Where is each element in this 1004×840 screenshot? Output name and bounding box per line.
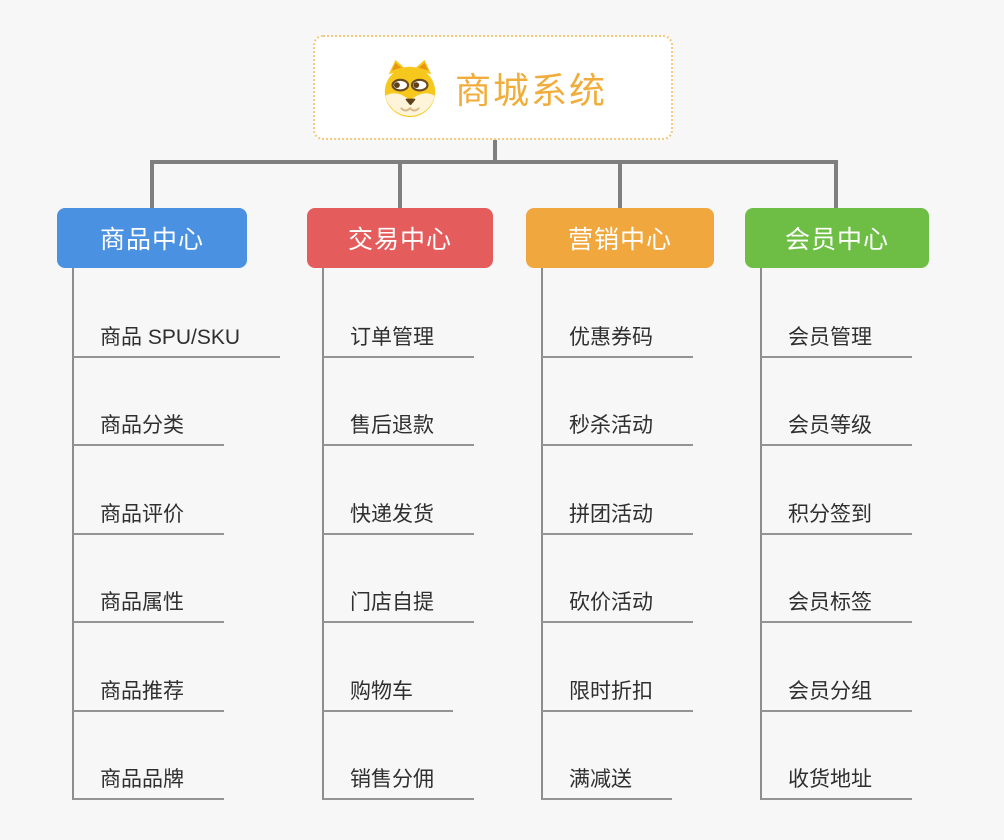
sub-item: 售后退款 — [323, 406, 474, 446]
root-node: 商城系统 — [313, 35, 673, 140]
sub-item-label: 积分签到 — [788, 503, 872, 526]
sub-item: 商品分类 — [73, 406, 224, 446]
sub-item: 会员等级 — [761, 406, 912, 446]
sub-item: 商品属性 — [73, 583, 224, 623]
branch-box: 交易中心 — [307, 208, 493, 268]
sub-item: 商品评价 — [73, 495, 224, 535]
sub-item-label: 砍价活动 — [569, 591, 653, 614]
connector-branch-stub — [398, 162, 402, 210]
sub-item: 门店自提 — [323, 583, 474, 623]
sub-item: 快递发货 — [323, 495, 474, 535]
sub-item: 限时折扣 — [542, 672, 693, 712]
sub-item: 商品品牌 — [73, 760, 224, 800]
sub-item: 积分签到 — [761, 495, 912, 535]
sub-item: 优惠券码 — [542, 318, 693, 358]
branch-box: 会员中心 — [745, 208, 929, 268]
sub-item-label: 商品分类 — [100, 414, 184, 437]
sub-item-label: 收货地址 — [788, 768, 872, 791]
branch-label: 会员中心 — [784, 226, 889, 254]
sub-item-label: 拼团活动 — [569, 503, 653, 526]
sub-item-label: 订单管理 — [350, 326, 434, 349]
sub-item: 商品 SPU/SKU — [73, 318, 281, 358]
branch-label: 营销中心 — [567, 226, 672, 254]
sub-item-label: 会员管理 — [788, 326, 872, 349]
sub-item-label: 限时折扣 — [569, 680, 653, 703]
sub-item: 商品推荐 — [73, 672, 224, 712]
branch-box: 营销中心 — [526, 208, 714, 268]
sub-item-label: 会员标签 — [788, 591, 872, 614]
sub-item: 会员分组 — [761, 672, 912, 712]
connector-horizontal — [150, 160, 838, 164]
sub-item: 订单管理 — [323, 318, 474, 358]
sub-item: 购物车 — [323, 672, 453, 712]
sub-item-label: 优惠券码 — [569, 326, 653, 349]
sub-item-label: 秒杀活动 — [569, 414, 653, 437]
branch-label: 交易中心 — [347, 226, 452, 254]
sub-item-label: 会员等级 — [788, 414, 872, 437]
sub-item-label: 商品 SPU/SKU — [100, 326, 241, 349]
sub-item-label: 会员分组 — [788, 680, 872, 703]
connector-branch-stub — [834, 162, 838, 210]
sub-item: 会员管理 — [761, 318, 912, 358]
branch-box: 商品中心 — [57, 208, 247, 268]
sub-item-label: 售后退款 — [350, 414, 434, 437]
sub-item-label: 商品属性 — [100, 591, 184, 614]
connector-branch-stub — [618, 162, 622, 210]
sub-item-label: 商品推荐 — [100, 680, 184, 703]
sub-item: 销售分佣 — [323, 760, 474, 800]
sub-item-label: 商品品牌 — [100, 768, 184, 791]
sub-item: 满减送 — [542, 760, 672, 800]
sub-item-label: 门店自提 — [350, 591, 434, 614]
sub-item: 拼团活动 — [542, 495, 693, 535]
root-title: 商城系统 — [454, 69, 607, 111]
sub-item-label: 购物车 — [350, 680, 413, 703]
sub-item: 秒杀活动 — [542, 406, 693, 446]
sub-item: 收货地址 — [761, 760, 912, 800]
dog-face-icon — [384, 59, 436, 117]
sub-item-label: 商品评价 — [100, 503, 184, 526]
sub-item-label: 销售分佣 — [350, 768, 434, 791]
connector-root-stub — [493, 138, 497, 164]
sub-item-label: 快递发货 — [350, 503, 434, 526]
sub-item: 砍价活动 — [542, 583, 693, 623]
sub-item: 会员标签 — [761, 583, 912, 623]
connector-branch-stub — [150, 162, 154, 210]
branch-label: 商品中心 — [99, 226, 204, 254]
sub-item-label: 满减送 — [569, 768, 632, 791]
